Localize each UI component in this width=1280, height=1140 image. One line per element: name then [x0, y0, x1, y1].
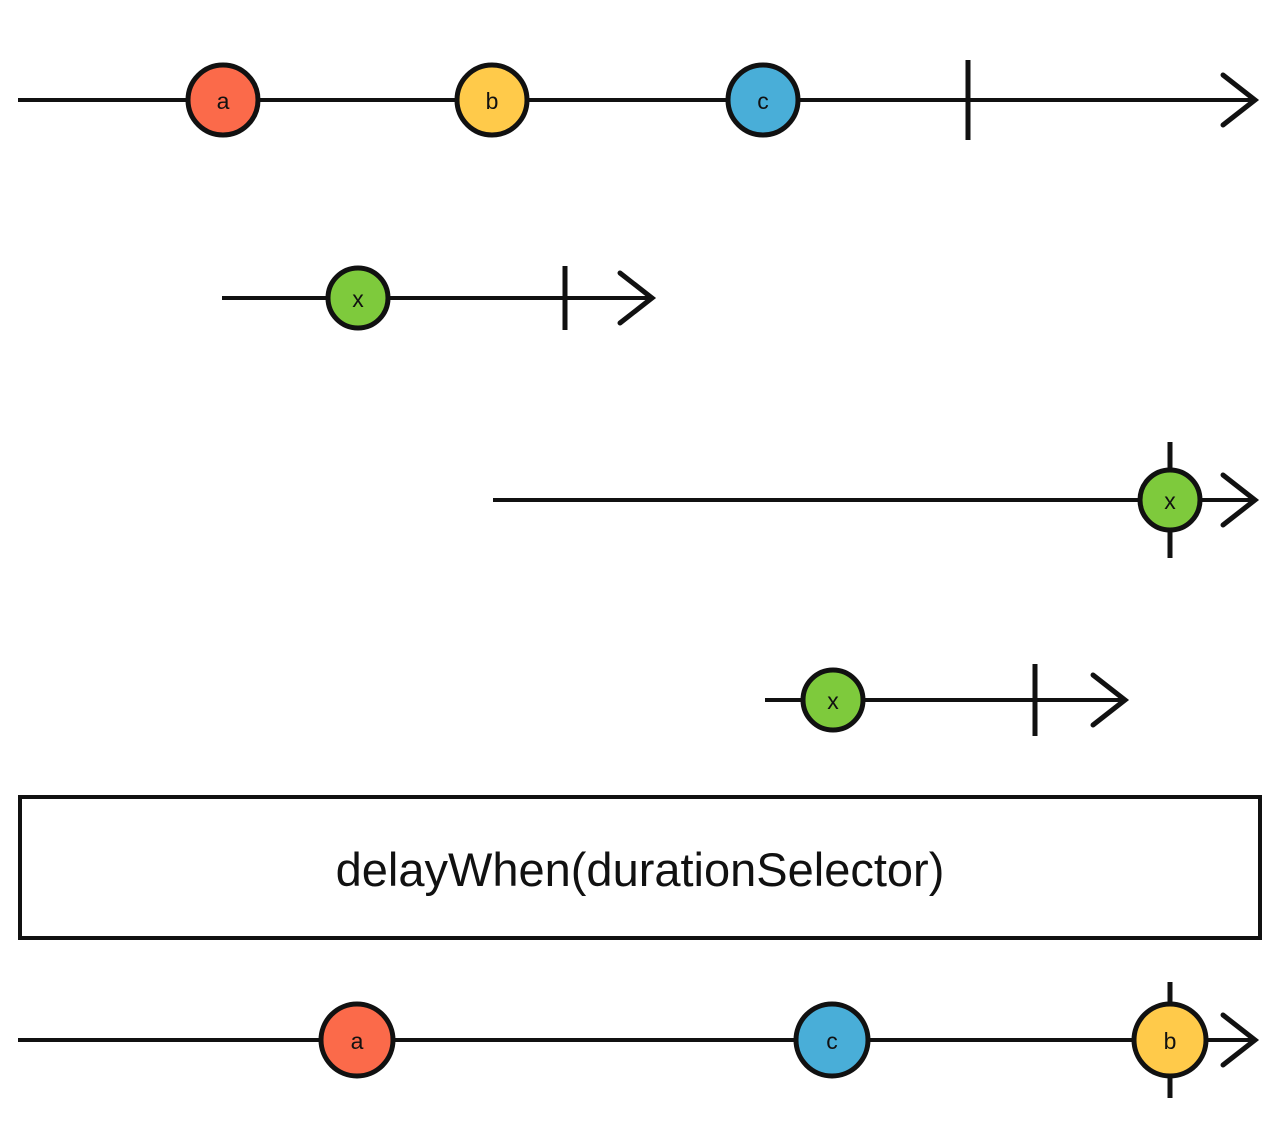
stream-duration-selector-for-b: x: [493, 442, 1260, 558]
marble-label-c: c: [826, 1028, 838, 1054]
marble-circle-x[interactable]: [800, 667, 866, 733]
streams-layer: a b c x x x a c b: [18, 60, 1260, 1098]
stream-source-observable: a b c: [18, 60, 1260, 140]
marble-circle-a[interactable]: [318, 1001, 396, 1079]
marble-circle-b[interactable]: [1131, 1001, 1209, 1079]
marble-x[interactable]: x: [1137, 467, 1203, 533]
marble-x[interactable]: x: [800, 667, 866, 733]
marble-c[interactable]: c: [725, 62, 801, 138]
marble-label-a: a: [351, 1028, 364, 1054]
marble-label-x: x: [827, 688, 839, 714]
operator-box: [18, 795, 1262, 940]
marble-label-b: b: [486, 88, 499, 114]
marble-label-x: x: [1164, 488, 1176, 514]
stream-duration-selector-for-a: x: [222, 265, 657, 331]
marble-label-b: b: [1164, 1028, 1177, 1054]
marble-x[interactable]: x: [325, 265, 391, 331]
stream-arrow-icon: [1220, 72, 1260, 128]
marble-a[interactable]: a: [318, 1001, 396, 1079]
marble-circle-c[interactable]: [793, 1001, 871, 1079]
marble-circle-a[interactable]: [185, 62, 261, 138]
marble-c[interactable]: c: [793, 1001, 871, 1079]
marble-b[interactable]: b: [454, 62, 530, 138]
stream-duration-selector-for-c: x: [765, 664, 1130, 736]
marble-label-c: c: [757, 88, 769, 114]
marble-circle-x[interactable]: [1137, 467, 1203, 533]
operator-label: delayWhen(durationSelector): [336, 843, 945, 896]
stream-arrow-icon: [617, 270, 657, 326]
stream-arrow-icon: [1220, 472, 1260, 528]
stream-arrow-icon: [1220, 1012, 1260, 1068]
stream-arrow-icon: [1090, 672, 1130, 728]
marble-label-x: x: [352, 286, 364, 312]
marble-b[interactable]: b: [1131, 1001, 1209, 1079]
marble-a[interactable]: a: [185, 62, 261, 138]
marble-circle-b[interactable]: [454, 62, 530, 138]
marble-circle-x[interactable]: [325, 265, 391, 331]
marble-label-a: a: [217, 88, 230, 114]
marble-circle-c[interactable]: [725, 62, 801, 138]
